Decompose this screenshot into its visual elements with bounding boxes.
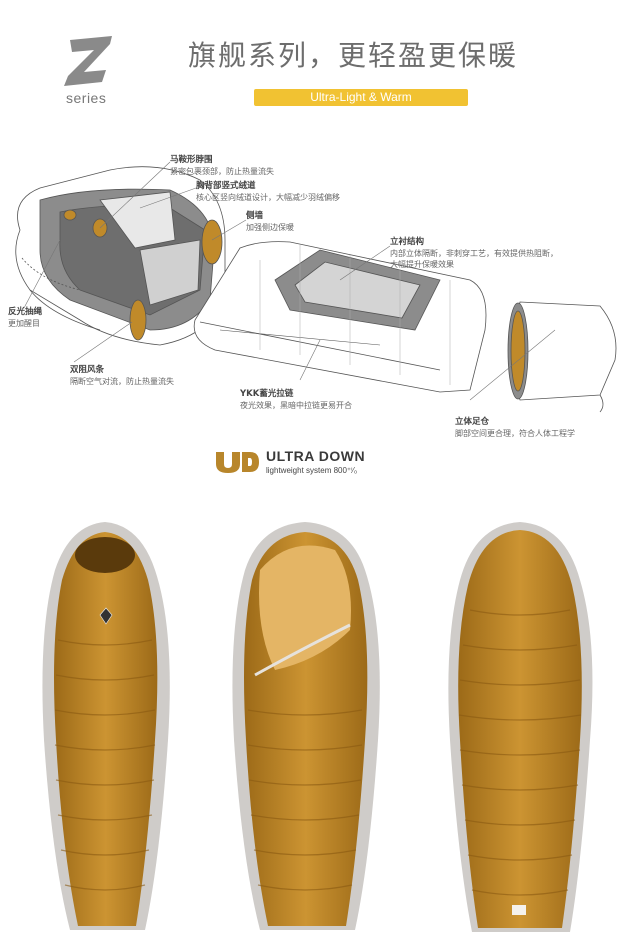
sleeping-bag-open: [232, 522, 380, 930]
sleeping-bag-back: [448, 522, 593, 932]
ud-logo-icon: [216, 452, 259, 473]
z-logo-icon: [64, 36, 112, 86]
callout-title: 立衬结构: [390, 236, 425, 247]
callout-desc: 内部立体隔断，非刺穿工艺，有效提供热阻断，: [390, 248, 558, 258]
tagline-badge: Ultra-Light & Warm: [254, 89, 468, 106]
sleeping-bag-front: [42, 522, 170, 930]
callout-title: YKK蓄光拉链: [239, 388, 294, 399]
middle-section: [193, 241, 487, 393]
callout-title: 胸背部竖式绒道: [196, 180, 256, 191]
footbox-section: [507, 301, 617, 413]
callout-title: 立体足仓: [455, 416, 490, 427]
logo-series: series: [66, 90, 107, 106]
callout-desc: 核心区竖向绒道设计，大幅减少羽绒偏移: [196, 192, 340, 202]
brand-name: ULTRA DOWN: [266, 448, 366, 464]
callout-desc: 更加醒目: [8, 318, 40, 328]
callout-desc: 隔断空气对流，防止热量流失: [70, 376, 174, 386]
hood-section: [15, 166, 226, 346]
page-headline: 旗舰系列，更轻盈更保暖: [188, 39, 519, 72]
callout-desc: 紧密包裹颈部，防止热量流失: [170, 166, 274, 176]
callout-title: 反光抽绳: [8, 306, 43, 317]
callout-desc: 加强侧边保暖: [246, 222, 294, 232]
callout-desc-line2: 大幅提升保暖效果: [390, 259, 454, 269]
sleeping-bag-structure-diagram: 马鞍形脖围 紧密包裹颈部，防止热量流失 胸背部竖式绒道 核心区竖向绒道设计，大幅…: [8, 154, 617, 438]
callout-desc: 脚部空间更合理，符合人体工程学: [455, 428, 575, 438]
callout-desc: 夜光效果，黑暗中拉链更易开合: [240, 400, 352, 410]
callout-title: 侧墙: [245, 210, 264, 221]
callout-title: 双阻风条: [70, 364, 105, 375]
sleeping-bag-product-photos: [42, 522, 593, 932]
brand-subtitle: lightweight system 800⁺ⁱ⁄₀: [266, 466, 358, 475]
callout-title: 马鞍形脖围: [170, 154, 213, 165]
callout-leader-lines: [23, 161, 556, 401]
